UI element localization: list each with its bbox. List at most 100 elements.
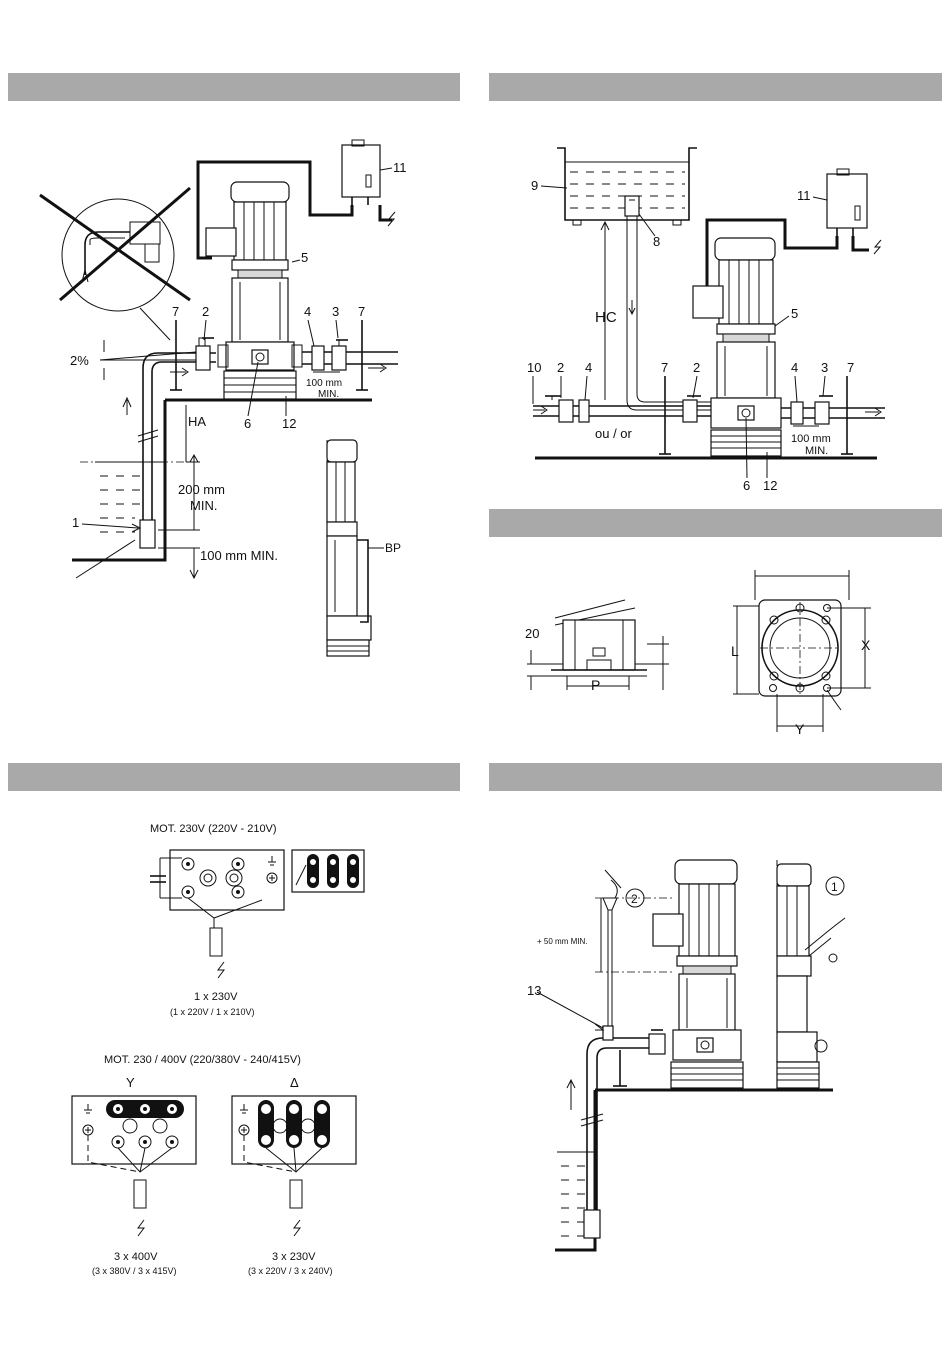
- side-view-bypass: BP: [326, 439, 401, 660]
- label-bottom-100: 100 mm MIN.: [200, 548, 278, 563]
- label-y: Y: [795, 721, 805, 737]
- label-min-50: + 50 mm MIN.: [537, 937, 587, 946]
- label-5: 5: [301, 250, 308, 265]
- label-hc: HC: [595, 309, 617, 326]
- tri-title: MOT. 230 / 400V (220/380V - 240/415V): [104, 1054, 301, 1066]
- anchoring-dimensions-figure: 20 P L X Y: [475, 540, 950, 760]
- base-side-view: [551, 599, 647, 677]
- label-2: 2: [202, 304, 209, 319]
- pump-body: [710, 341, 782, 429]
- incorrect-install-detail: [39, 186, 191, 341]
- section-1-header: [8, 73, 460, 101]
- label-1: 1: [72, 515, 79, 530]
- flooded-installation-drawing: 9 8 HC 11 5: [527, 147, 885, 493]
- label-2a: 2: [557, 360, 564, 375]
- label-7a: 7: [661, 360, 668, 375]
- label-5: 5: [791, 306, 798, 321]
- mono-title: MOT. 230V (220V - 210V): [150, 823, 277, 835]
- power-cable: [196, 160, 354, 260]
- mono-volt-sub: (1 x 220V / 1 x 210V): [170, 1007, 255, 1017]
- wiring-diagrams-drawing: MOT. 230V (220V - 210V) 1 x 230V (1 x 22…: [71, 823, 365, 1276]
- label-dist-100: 100 mm: [791, 433, 831, 445]
- star-symbol: Y: [126, 1075, 135, 1090]
- priming-figure: 2 13 + 50 mm MIN.: [475, 840, 950, 1260]
- suction-installation-figure: 11 5: [0, 0, 475, 760]
- section-3-header: [489, 509, 942, 537]
- power-cable: [705, 218, 839, 298]
- cross-line: [39, 193, 191, 302]
- label-4b: 4: [791, 360, 798, 375]
- star-volt: 3 x 400V: [114, 1251, 158, 1263]
- pump-base: [670, 1061, 744, 1089]
- label-12: 12: [282, 416, 296, 431]
- label-7b: 7: [358, 304, 365, 319]
- control-box: 11: [797, 168, 882, 255]
- label-ha: HA: [188, 414, 206, 429]
- label-2b: 2: [693, 360, 700, 375]
- label-l: L: [731, 643, 739, 659]
- label-dist-100: 100 mm: [306, 378, 342, 389]
- star-connection-box: [71, 1095, 197, 1237]
- delta-connection-box: [231, 1095, 357, 1237]
- pump-base: [223, 370, 297, 400]
- pump-motor: 5: [692, 237, 798, 343]
- label-13: 13: [527, 983, 541, 998]
- cross-line: [59, 186, 191, 302]
- section-2-header: [489, 73, 942, 101]
- star-volt-sub: (3 x 380V / 3 x 415V): [92, 1266, 177, 1276]
- label-p: P: [591, 677, 600, 693]
- label-10: 10: [527, 360, 541, 375]
- label-dist-min: MIN.: [318, 389, 339, 400]
- label-20: 20: [525, 626, 539, 641]
- label-4: 4: [304, 304, 311, 319]
- label-3: 3: [332, 304, 339, 319]
- anchoring-dimensions-drawing: 20 P L X Y: [525, 570, 871, 737]
- section-4-header: [8, 763, 460, 791]
- control-box: 11: [341, 139, 407, 227]
- single-phase-bridges: [291, 849, 365, 893]
- pump-body: [217, 277, 303, 371]
- label-6: 6: [743, 478, 750, 493]
- label-3: 3: [821, 360, 828, 375]
- label-ou-or: ou / or: [595, 426, 633, 441]
- label-7b: 7: [847, 360, 854, 375]
- pump-body: [648, 973, 742, 1061]
- mono-volt: 1 x 230V: [194, 991, 238, 1003]
- label-12: 12: [763, 478, 777, 493]
- delta-symbol: Δ: [290, 1075, 299, 1090]
- discharge-pipe: [781, 376, 885, 455]
- side-view-priming: 1: [776, 860, 846, 1090]
- discharge-pipe: [302, 320, 398, 391]
- single-phase-terminal-box: [150, 849, 285, 979]
- pump-motor: 5: [205, 181, 308, 279]
- base-top-view: [758, 599, 842, 711]
- label-6: 6: [244, 416, 251, 431]
- label-depth-200-min: MIN.: [190, 498, 217, 513]
- label-11: 11: [393, 160, 407, 175]
- label-slope: 2%: [70, 353, 89, 368]
- label-4a: 4: [585, 360, 592, 375]
- label-8: 8: [653, 234, 660, 249]
- step-2-marker: 2: [631, 892, 638, 906]
- pump-motor: [652, 859, 738, 975]
- delta-volt: 3 x 230V: [272, 1251, 316, 1263]
- supply-tank: [557, 147, 697, 226]
- suction-pipe: [122, 337, 216, 549]
- suction-installation-drawing: 11 5: [39, 139, 407, 660]
- water-reservoir: [95, 461, 165, 533]
- suction-pipe: [533, 376, 711, 455]
- label-11: 11: [797, 188, 811, 203]
- label-x: X: [861, 637, 871, 653]
- label-dist-min: MIN.: [805, 445, 828, 457]
- wiring-diagrams-figure: MOT. 230V (220V - 210V) 1 x 230V (1 x 22…: [0, 790, 475, 1290]
- water-well: [557, 1151, 597, 1237]
- flooded-installation-figure: 9 8 HC 11 5: [475, 0, 950, 505]
- priming-drawing: 2 13 + 50 mm MIN.: [527, 859, 846, 1252]
- section-5-header: [489, 763, 942, 791]
- label-9: 9: [531, 178, 538, 193]
- label-7a: 7: [172, 304, 179, 319]
- label-bp: BP: [385, 541, 401, 555]
- step-1-marker: 1: [831, 880, 838, 894]
- delta-volt-sub: (3 x 220V / 3 x 240V): [248, 1266, 333, 1276]
- label-depth-200: 200 mm: [178, 482, 225, 497]
